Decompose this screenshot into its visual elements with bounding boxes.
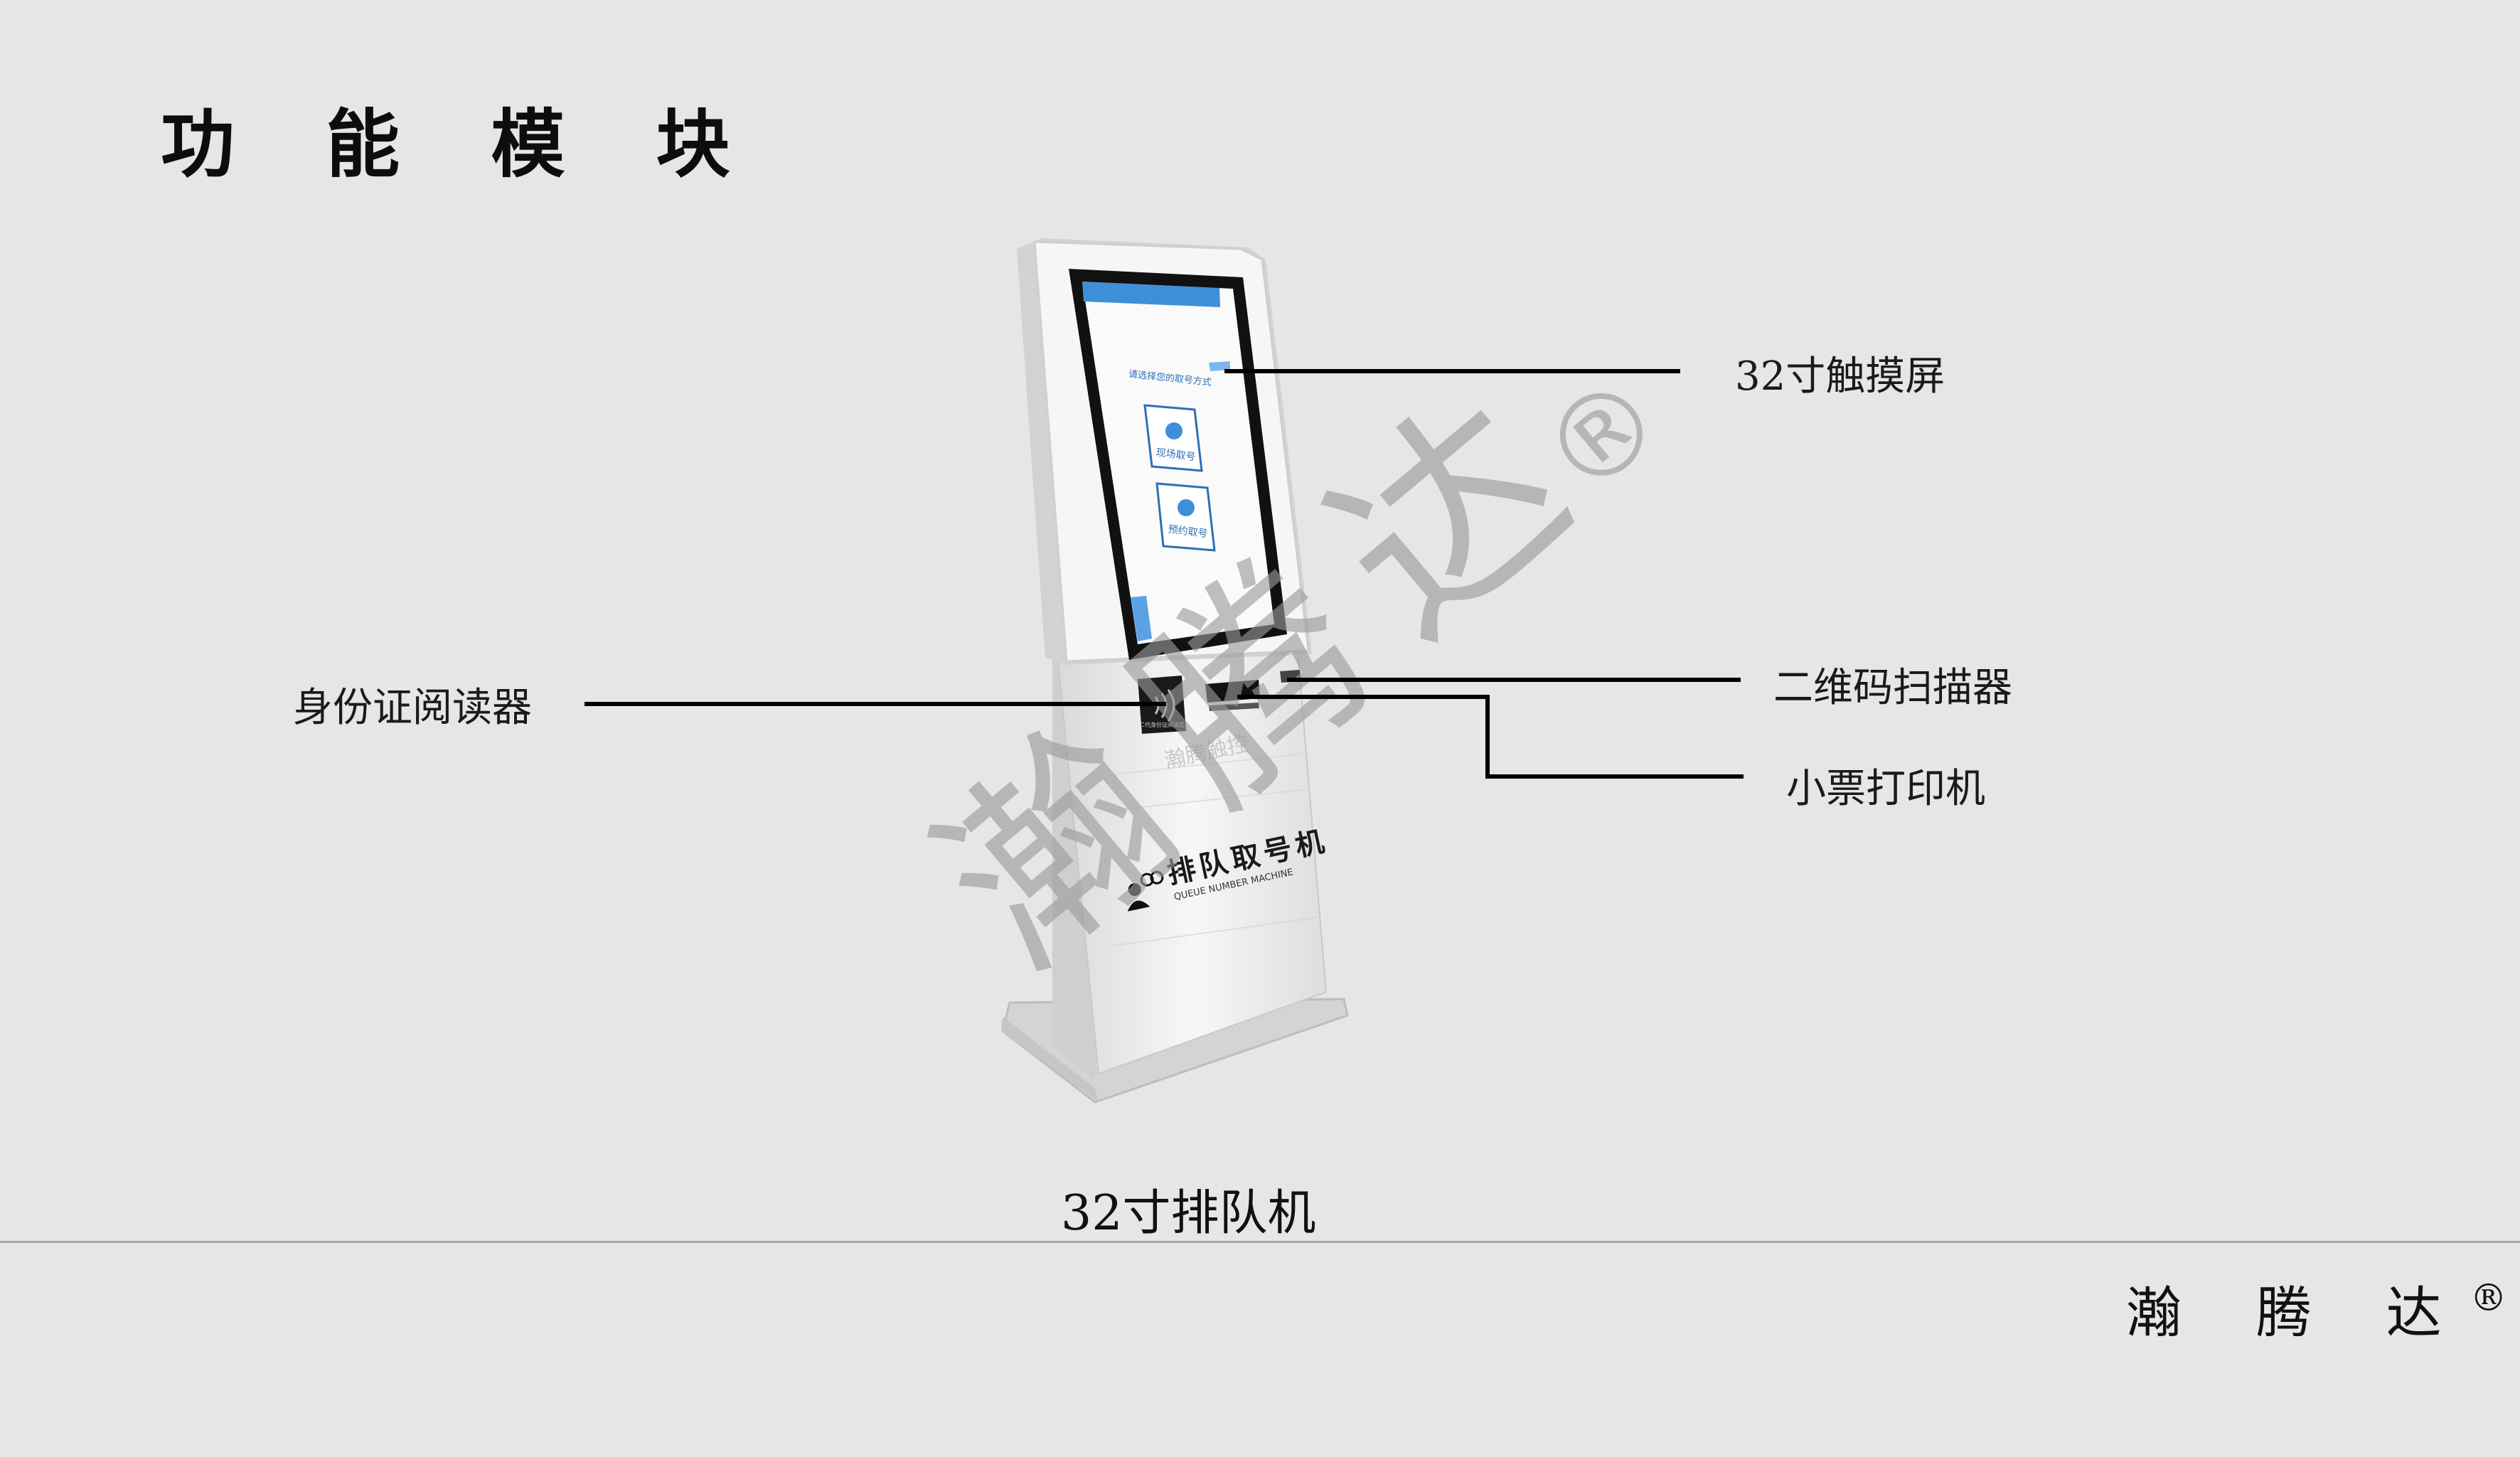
callout-lines bbox=[584, 369, 1744, 779]
product-caption: 32寸排队机 bbox=[1061, 1185, 1316, 1242]
registered-mark: ® bbox=[2470, 1277, 2507, 1320]
callout-ticket-printer: 小票打印机 bbox=[1786, 766, 1985, 812]
screen-button-onsite-label: 现场取号 bbox=[1155, 447, 1197, 464]
callout-qr-scanner: 二维码扫描器 bbox=[1773, 665, 2012, 711]
callout-id-reader: 身份证阅读器 bbox=[293, 685, 532, 731]
ticket-printer-callout-line bbox=[1237, 695, 1744, 779]
ticket-printer-slot bbox=[1209, 703, 1259, 711]
brand-logo: 瀚 腾 达® bbox=[2126, 1269, 2507, 1348]
callout-touch-screen: 32寸触摸屏 bbox=[1735, 353, 1945, 400]
id-reader-small-label: 二代身份证阅读区 bbox=[1139, 721, 1185, 728]
screen-button-appointment-label: 预约取号 bbox=[1168, 524, 1209, 540]
screen-button-appointment[interactable]: 预约取号 bbox=[1155, 482, 1216, 552]
screen-button-onsite[interactable]: 现场取号 bbox=[1143, 404, 1203, 472]
footer-divider bbox=[0, 1241, 2520, 1243]
brand-name: 瀚 腾 达 bbox=[2126, 1281, 2470, 1345]
page-title: 功 能 模 块 bbox=[161, 101, 763, 188]
kiosk-body bbox=[1052, 626, 1328, 1081]
